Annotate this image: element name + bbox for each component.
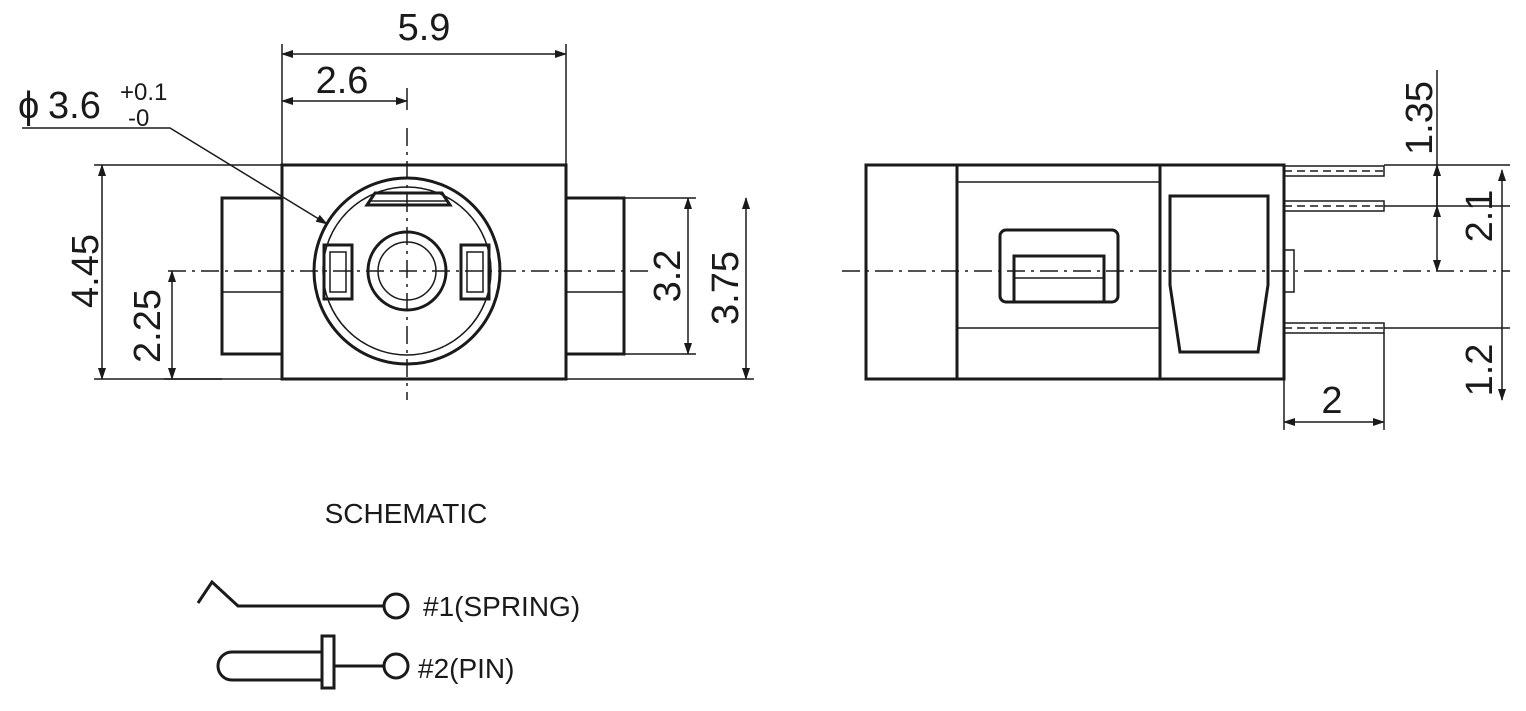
- dim-height: 4.45: [65, 234, 107, 308]
- spring-symbol: [196, 579, 384, 608]
- dim-top-pin: 1.35: [1399, 81, 1441, 155]
- dim-hole-tol-minus: -0: [128, 105, 149, 132]
- pin1-terminal: [382, 592, 410, 620]
- front-view: 5.9 2.6 ϕ 3.6 +0.1 -0 4.45 2.25 3.2 3.75: [18, 7, 754, 400]
- dim-center-height: 2.25: [127, 289, 169, 363]
- left-contact: [322, 243, 354, 301]
- side-window: [998, 228, 1120, 304]
- pin1-label: #1(SPRING): [423, 591, 580, 622]
- schematic: SCHEMATIC #1(SPRING) #2(PIN): [196, 498, 580, 690]
- right-tab: [564, 196, 626, 356]
- pin2-label: #2(PIN): [418, 653, 514, 684]
- schematic-title: SCHEMATIC: [325, 498, 488, 529]
- front-body: [280, 163, 568, 381]
- dim-hole-tol-plus: +0.1: [120, 79, 167, 106]
- dim-center-offset: 2.6: [316, 60, 369, 102]
- dim-hole-diameter: 3.6: [48, 85, 101, 127]
- dim-bottom-pin: 1.2: [1459, 344, 1501, 397]
- dim-pin-length: 2: [1321, 380, 1342, 422]
- left-tab: [220, 196, 284, 356]
- side-view: 1.35 2.1 1.2 2: [842, 70, 1510, 430]
- pin2-terminal: [382, 652, 410, 680]
- dim-hole-symbol: ϕ: [18, 85, 39, 127]
- dim-overall-width: 5.9: [398, 7, 451, 49]
- spring-contact: [364, 191, 453, 207]
- pin-symbol: [216, 650, 322, 682]
- dim-tab-height: 3.2: [647, 250, 689, 303]
- side-latch: [1168, 194, 1270, 354]
- dim-outer-height: 3.75: [705, 251, 747, 325]
- right-contact: [459, 243, 491, 301]
- dim-pin-spacing: 2.1: [1459, 190, 1501, 243]
